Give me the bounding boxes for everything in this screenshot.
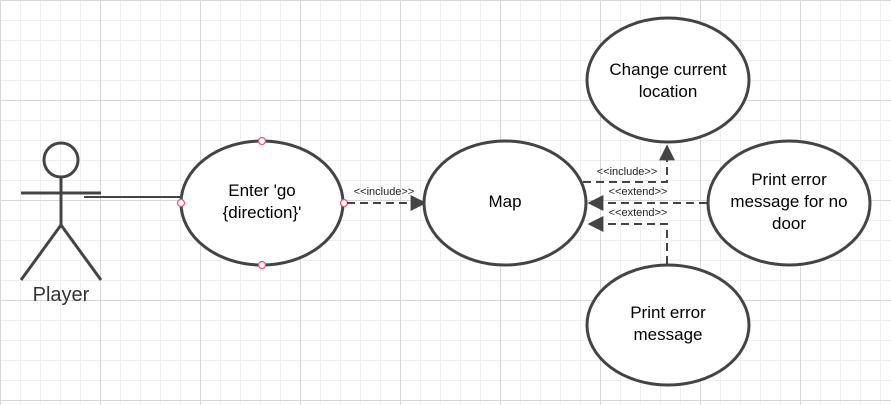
use-case-label-line1: Change current — [609, 60, 726, 79]
selection-handle-bottom[interactable] — [257, 260, 267, 270]
use-case-label-line2: location — [639, 82, 698, 101]
use-case-label-line2: message — [634, 325, 703, 344]
use-case-label-line1: Print error — [630, 303, 706, 322]
extend-label-error: <<extend>> — [609, 207, 668, 219]
selection-handle-left[interactable] — [176, 198, 186, 208]
actor-right-leg — [59, 224, 103, 281]
actor-label: Player — [33, 284, 90, 306]
selection-handle-right[interactable] — [339, 198, 349, 208]
use-case-print-no-door[interactable]: Print error message for no door — [706, 139, 872, 267]
use-case-ellipse — [422, 139, 588, 267]
use-case-change-location[interactable]: Change current location — [585, 16, 751, 144]
actor-left-leg — [19, 224, 63, 281]
use-case-label-line1: Enter 'go — [228, 181, 296, 200]
use-case-label-line1: Map — [488, 192, 521, 211]
extend-edge-error[interactable] — [587, 216, 668, 264]
include-label-map: <<include>> — [354, 186, 415, 198]
extend-label-no-door: <<extend>> — [609, 186, 668, 198]
use-case-print-error[interactable]: Print error message — [585, 263, 751, 387]
use-case-label-line3: door — [772, 214, 806, 233]
use-case-map[interactable]: Map — [422, 139, 588, 267]
use-case-label-line1: Print error — [751, 170, 827, 189]
actor-player[interactable]: Player — [19, 141, 103, 306]
use-case-ellipse — [585, 263, 751, 387]
include-label-change: <<include>> — [597, 166, 658, 178]
actor-head — [42, 141, 80, 179]
use-case-ellipse — [585, 16, 751, 144]
use-case-label-line2: {direction}' — [223, 203, 302, 222]
use-case-label-line2: message for no — [730, 192, 847, 211]
selection-handle-top[interactable] — [257, 136, 267, 146]
include-edge-change[interactable] — [583, 144, 675, 183]
use-case-enter-go[interactable]: Enter 'go {direction}' — [176, 136, 349, 270]
use-case-ellipse — [706, 139, 872, 267]
